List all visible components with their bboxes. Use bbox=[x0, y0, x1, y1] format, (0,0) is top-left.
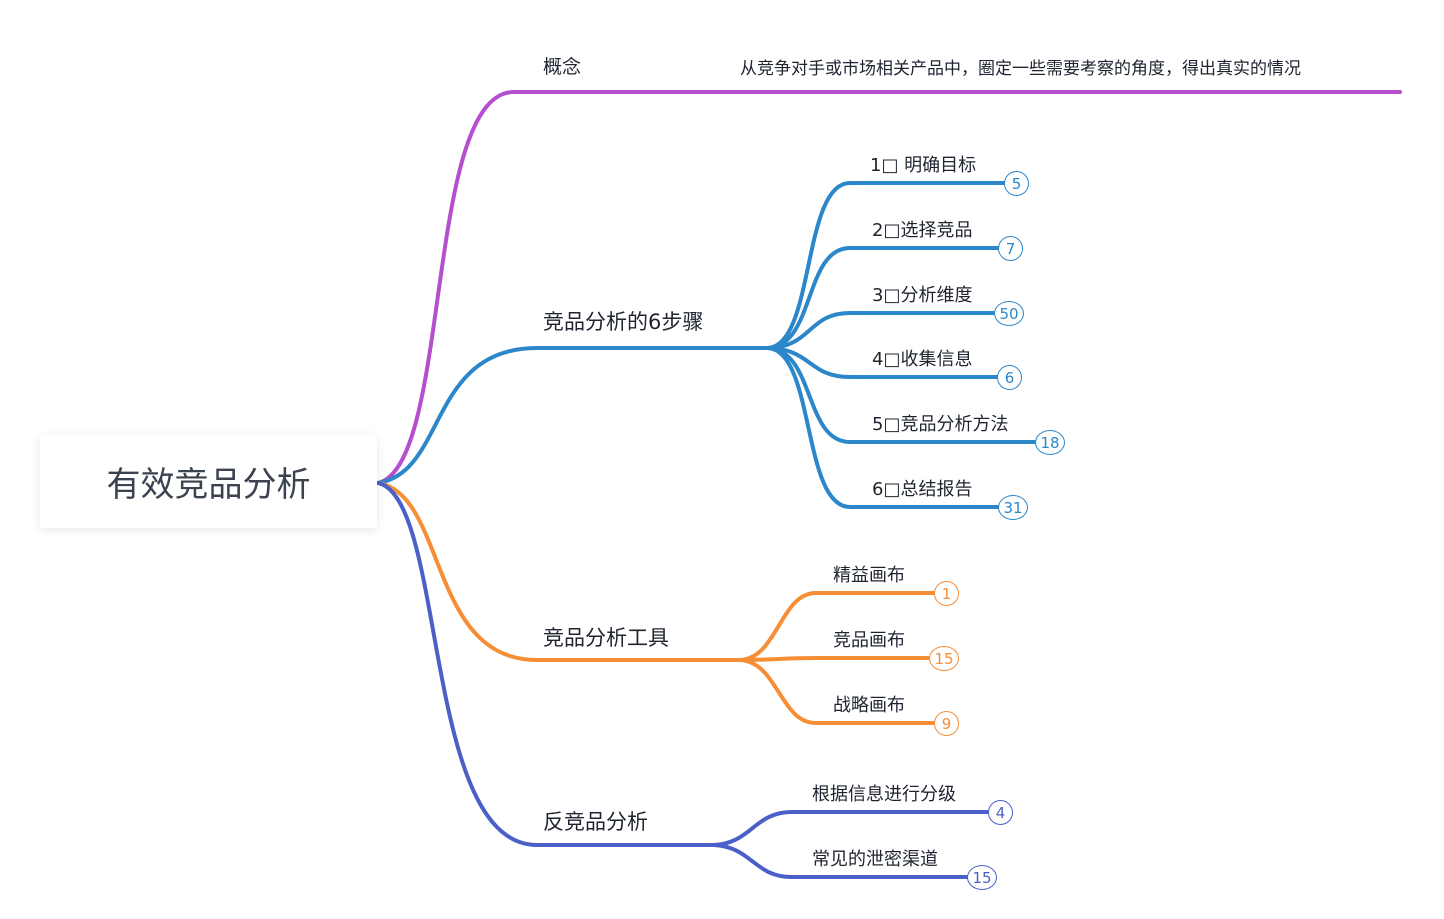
steps-child-node-4[interactable]: 4□收集信息 bbox=[872, 349, 973, 370]
badge-count-steps-3[interactable]: 50 bbox=[994, 301, 1024, 326]
badge-count-tools-3[interactable]: 9 bbox=[934, 711, 959, 736]
badge-count-tools-2[interactable]: 15 bbox=[929, 646, 959, 671]
tools-child-node-3[interactable]: 战略画布 bbox=[833, 695, 905, 716]
connector-steps-child-1 bbox=[766, 181, 1007, 350]
root-node-label: 有效竞品分析 bbox=[106, 465, 311, 505]
connector-steps-child-3 bbox=[766, 311, 997, 350]
badge-count-steps-4[interactable]: 6 bbox=[997, 365, 1022, 390]
connector-anti-child-1 bbox=[712, 810, 990, 847]
badge-count-anti-1[interactable]: 4 bbox=[988, 800, 1013, 825]
concept-note-node[interactable]: 从竞争对手或市场相关产品中，圈定一些需要考察的角度，得出真实的情况 bbox=[740, 59, 1301, 79]
steps-child-node-5[interactable]: 5□竞品分析方法 bbox=[872, 414, 1009, 435]
badge-count-tools-1[interactable]: 1 bbox=[934, 581, 959, 606]
badge-count-steps-1[interactable]: 5 bbox=[1004, 171, 1029, 196]
connector-steps bbox=[376, 346, 770, 485]
steps-child-node-1[interactable]: 1□ 明确目标 bbox=[870, 155, 977, 176]
steps-child-node-6[interactable]: 6□总结报告 bbox=[872, 479, 973, 500]
steps-child-node-2[interactable]: 2□选择竞品 bbox=[872, 220, 973, 241]
branch-node-anti[interactable]: 反竞品分析 bbox=[543, 810, 648, 834]
root-node[interactable]: 有效竞品分析 bbox=[40, 435, 377, 528]
tools-child-node-1[interactable]: 精益画布 bbox=[833, 565, 905, 586]
branch-node-concept[interactable]: 概念 bbox=[543, 56, 582, 78]
connector-anti bbox=[376, 481, 716, 847]
badge-count-steps-6[interactable]: 31 bbox=[998, 495, 1028, 520]
anti-child-node-1[interactable]: 根据信息进行分级 bbox=[812, 784, 956, 805]
badge-count-steps-2[interactable]: 7 bbox=[998, 236, 1023, 261]
tools-child-node-2[interactable]: 竞品画布 bbox=[833, 630, 905, 651]
badge-count-anti-2[interactable]: 15 bbox=[967, 865, 997, 890]
badge-count-steps-5[interactable]: 18 bbox=[1035, 430, 1065, 455]
steps-child-node-3[interactable]: 3□分析维度 bbox=[872, 285, 973, 306]
connector-tools-child-2 bbox=[738, 656, 932, 662]
branch-node-tools[interactable]: 竞品分析工具 bbox=[543, 626, 669, 650]
branch-node-steps[interactable]: 竞品分析的6步骤 bbox=[543, 310, 704, 334]
anti-child-node-2[interactable]: 常见的泄密渠道 bbox=[812, 849, 938, 870]
